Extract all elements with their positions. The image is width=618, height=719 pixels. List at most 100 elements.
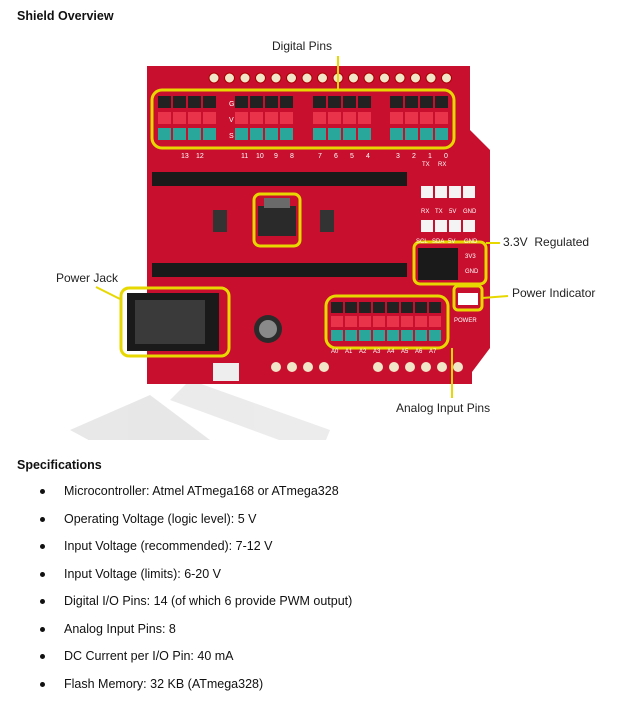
callout-analog-input-pins: Analog Input Pins bbox=[396, 401, 491, 415]
white-header-pin bbox=[463, 186, 475, 198]
analog-header-pin bbox=[401, 302, 413, 313]
header-pin bbox=[250, 96, 263, 108]
pin-hole bbox=[441, 72, 452, 84]
spec-text: Analog Input Pins: 8 bbox=[64, 621, 176, 636]
header-pin bbox=[390, 96, 403, 108]
header-pin bbox=[250, 128, 263, 140]
header-pin bbox=[203, 112, 216, 124]
pin-hole bbox=[255, 72, 266, 84]
pin-hole bbox=[287, 362, 297, 372]
analog-header-pin bbox=[387, 330, 399, 341]
pin-hole bbox=[348, 72, 359, 84]
analog-label: A5 bbox=[401, 349, 409, 355]
pin-hole bbox=[303, 362, 313, 372]
pin-hole bbox=[421, 362, 431, 372]
bullet-icon bbox=[40, 681, 45, 687]
regulator-chip bbox=[258, 206, 296, 236]
i2c-label: SDA bbox=[432, 239, 444, 245]
header-pin bbox=[280, 96, 293, 108]
spec-item: Operating Voltage (logic level): 5 V bbox=[0, 506, 352, 534]
analog-label: A1 bbox=[345, 349, 353, 355]
header-pin bbox=[313, 96, 326, 108]
pin-hole bbox=[425, 72, 437, 84]
spec-text: Digital I/O Pins: 14 (of which 6 provide… bbox=[64, 594, 353, 608]
analog-header-pin bbox=[429, 302, 441, 313]
spec-item: Microcontroller: Atmel ATmega168 or ATme… bbox=[0, 478, 352, 506]
analog-pin-headers bbox=[331, 302, 441, 341]
digital-pin-number: 10 bbox=[256, 153, 264, 160]
analog-header-pin bbox=[415, 316, 427, 327]
watermark bbox=[70, 380, 330, 500]
header-pin bbox=[250, 112, 263, 124]
white-header-pin bbox=[421, 220, 433, 232]
header-label: RX bbox=[421, 209, 429, 215]
white-header-pin bbox=[435, 220, 447, 232]
white-header-pin bbox=[421, 186, 433, 198]
header-pin bbox=[158, 128, 171, 140]
analog-label: A3 bbox=[373, 349, 381, 355]
digital-pin-number: 8 bbox=[290, 153, 294, 160]
header-label: TX bbox=[435, 209, 443, 215]
highlight-boxes bbox=[119, 88, 488, 358]
spec-item: Flash Memory: 32 KB (ATmega328) bbox=[0, 671, 352, 699]
digital-pin-number: 12 bbox=[196, 153, 204, 160]
specs-list: Microcontroller: Atmel ATmega168 or ATme… bbox=[0, 478, 352, 698]
header-pin bbox=[203, 96, 216, 108]
header-pin bbox=[158, 112, 171, 124]
pin-hole bbox=[405, 362, 415, 372]
pin-hole bbox=[453, 362, 463, 372]
pin-hole bbox=[437, 362, 447, 372]
header-label: 5V bbox=[449, 209, 456, 215]
pin-hole bbox=[379, 72, 390, 84]
bullet-icon bbox=[40, 489, 45, 494]
white-header-pin bbox=[449, 186, 461, 198]
spec-item: DC Current per I/O Pin: 40 mA bbox=[0, 643, 352, 671]
bullet-icon bbox=[40, 516, 45, 522]
analog-label: A4 bbox=[387, 349, 395, 355]
header-pin bbox=[435, 96, 448, 108]
digital-pin-number: 11 bbox=[241, 153, 248, 160]
pin-hole bbox=[224, 72, 235, 84]
female-header-bottom bbox=[152, 263, 407, 277]
analog-header-pin bbox=[373, 302, 385, 313]
callout-lines bbox=[95, 56, 509, 398]
analog-header-pin bbox=[331, 330, 343, 341]
analog-header-pin bbox=[415, 330, 427, 341]
header-pin bbox=[235, 112, 248, 124]
spec-item: Input Voltage (recommended): 7-12 V bbox=[0, 533, 352, 561]
header-pin bbox=[188, 128, 201, 140]
pin-hole bbox=[394, 72, 406, 84]
i2c-label: SCL bbox=[416, 239, 428, 245]
pin-hole bbox=[389, 362, 399, 372]
header-pin bbox=[313, 112, 326, 124]
analog-label: A7 bbox=[429, 349, 437, 355]
highlight-regulator bbox=[252, 192, 302, 248]
analog-header-pin bbox=[387, 316, 399, 327]
section-title-specifications: Specifications bbox=[17, 458, 102, 472]
analog-header-pin bbox=[401, 316, 413, 327]
pin-hole bbox=[319, 362, 329, 372]
spec-item: Analog Input Pins: 8 bbox=[0, 616, 352, 644]
v33-label: 3V3 bbox=[465, 254, 476, 260]
header-pin bbox=[280, 112, 293, 124]
analog-header-pin bbox=[401, 330, 413, 341]
rx-label: RX bbox=[438, 162, 446, 168]
analog-header-pin bbox=[345, 302, 357, 313]
spec-text: Flash Memory: 32 KB (ATmega328) bbox=[64, 676, 264, 691]
header-pin bbox=[173, 112, 186, 124]
digital-pin-number: 2 bbox=[412, 153, 416, 160]
header-pin bbox=[158, 96, 171, 108]
digital-pin-number: 13 bbox=[181, 153, 189, 160]
analog-label: A0 bbox=[331, 349, 339, 355]
callout-digital-pins: Digital Pins bbox=[272, 39, 333, 53]
analog-header-pin bbox=[373, 330, 385, 341]
pin-hole bbox=[410, 72, 421, 84]
power-label: POWER bbox=[454, 318, 477, 324]
header-pin bbox=[265, 96, 278, 108]
header-pin bbox=[358, 112, 371, 124]
header-pin bbox=[343, 112, 356, 124]
header-pin bbox=[328, 112, 341, 124]
spec-text: DC Current per I/O Pin: 40 mA bbox=[64, 649, 234, 663]
analog-header-pin bbox=[373, 316, 385, 327]
analog-header-pin bbox=[359, 330, 371, 341]
